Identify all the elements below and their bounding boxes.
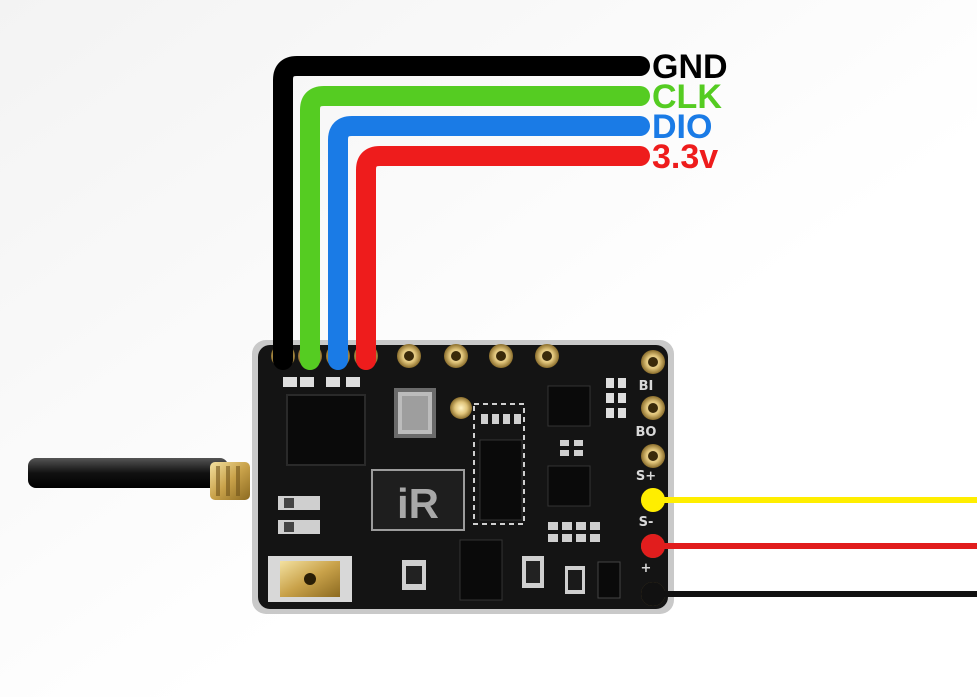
silk-label: BO bbox=[636, 425, 657, 440]
pin-label: 3.3v bbox=[652, 138, 718, 176]
mosfet bbox=[459, 539, 503, 601]
smd-resistor bbox=[346, 377, 360, 387]
pin-label: CLK bbox=[652, 78, 722, 116]
smd-resistor bbox=[300, 377, 314, 387]
regulator-chip bbox=[547, 465, 591, 507]
pad-hole bbox=[404, 351, 414, 361]
header-wires bbox=[273, 56, 650, 370]
test-point bbox=[450, 397, 472, 419]
rf-chip bbox=[479, 439, 523, 521]
silk-label: S+ bbox=[636, 469, 656, 484]
right-wires bbox=[641, 488, 977, 606]
receiver-board: iR BI BO S+ S- + bbox=[252, 340, 674, 614]
wire-33v bbox=[356, 146, 650, 370]
solder-joint bbox=[641, 534, 665, 558]
solder-joint bbox=[641, 582, 665, 606]
regulator-chip bbox=[547, 385, 591, 427]
pad-hole bbox=[451, 351, 461, 361]
silk-labels: BI BO S+ S- + bbox=[636, 379, 657, 576]
pad-hole bbox=[648, 357, 658, 367]
antenna-cable bbox=[28, 458, 228, 488]
mcu-chip bbox=[286, 394, 366, 466]
silk-label: S- bbox=[639, 515, 654, 530]
pin-label: GND bbox=[652, 48, 728, 86]
pin-label: DIO bbox=[652, 108, 712, 146]
antenna bbox=[28, 458, 250, 500]
silk-label: BI bbox=[639, 379, 654, 394]
solder-joint bbox=[641, 488, 665, 512]
silk-label: + bbox=[641, 561, 652, 576]
pad-hole bbox=[496, 351, 506, 361]
pad-hole bbox=[648, 403, 658, 413]
pad-hole bbox=[542, 351, 552, 361]
board-logo: iR bbox=[371, 469, 465, 531]
smd-resistor bbox=[326, 377, 340, 387]
pad-hole bbox=[648, 451, 658, 461]
logo-text: iR bbox=[397, 480, 439, 527]
wire-dio bbox=[328, 116, 650, 370]
smd-resistor bbox=[283, 377, 297, 387]
wire-clk bbox=[300, 86, 650, 370]
wire-gnd bbox=[273, 56, 650, 370]
